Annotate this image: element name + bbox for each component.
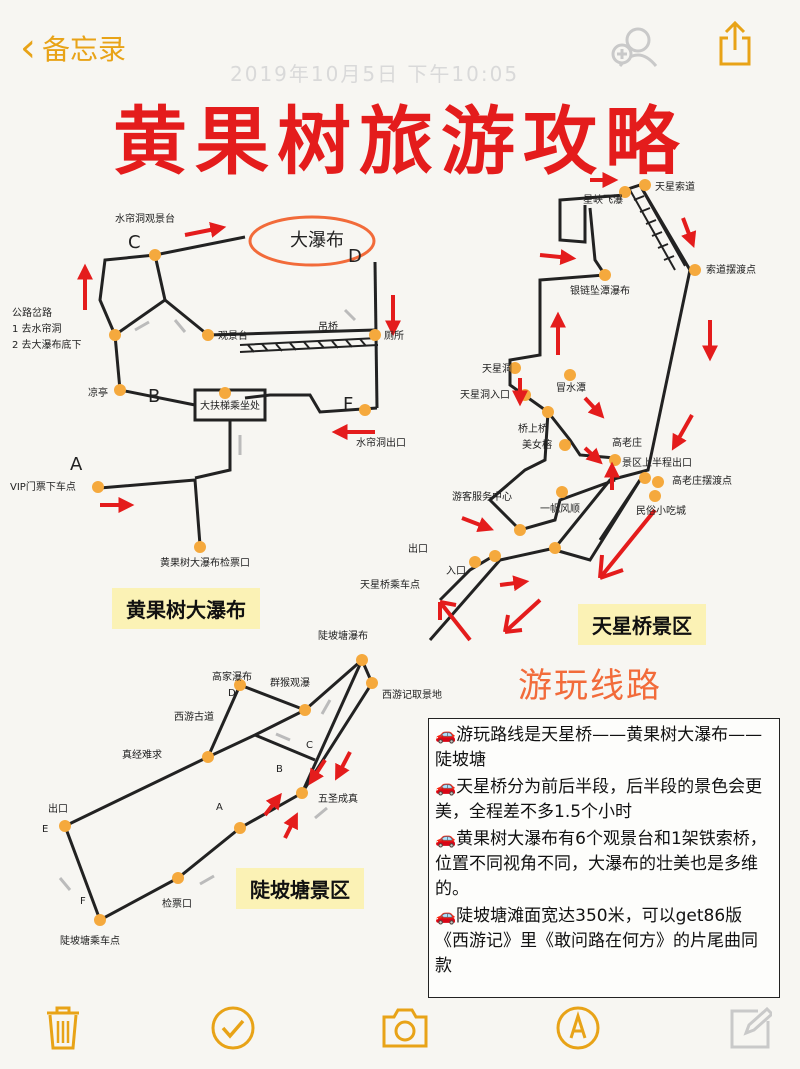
label-entrance: 入口 (446, 566, 466, 577)
map-tianxingqiao (428, 183, 692, 641)
label-a: A (70, 454, 83, 475)
route-title: 游玩线路 (518, 666, 662, 706)
label-vip-gate: VIP门票下车点 (10, 480, 76, 493)
note-item: 🚗陡坡塘滩面宽达350米，可以get86版《西游记》里《敢问路在何方》的片尾曲同… (435, 906, 758, 976)
label-b3: B (276, 764, 283, 775)
label-c: C (128, 232, 141, 253)
map1-points (92, 249, 381, 553)
label-fork-2: 2 去大瀑布底下 (12, 338, 82, 351)
map1-gray-arrows (134, 308, 357, 455)
label-cave-entrance: 天星洞入口 (460, 389, 510, 401)
label-xingxia-waterfall: 星峡飞瀑 (583, 193, 623, 206)
label-road-fork: 公路岔路 (12, 306, 52, 319)
label-gaolaozhuang: 高老庄 (612, 436, 642, 449)
add-person-icon[interactable] (608, 22, 660, 72)
area-label-doupotang: 陡坡塘景区 (236, 868, 364, 909)
camera-icon[interactable] (380, 1007, 430, 1053)
label-pavilion: 凉亭 (88, 386, 108, 399)
note-item: 🚗天星桥分为前后半段，后半段的景色会更美，全程差不多1.5个小时 (435, 777, 763, 822)
label-d: D (348, 246, 362, 267)
back-label: 备忘录 (42, 33, 127, 66)
label-maoshui: 冒水潭 (556, 382, 586, 394)
label-xiyouji-spot: 西游记取景地 (382, 688, 442, 701)
label-wusheng: 五圣成真 (318, 792, 358, 805)
bridge-hatching (239, 337, 379, 353)
page-title: 黄果树旅游攻略 (113, 99, 687, 185)
map3-gray-arrows (58, 699, 332, 891)
area-label-huangguoshu: 黄果树大瀑布 (112, 588, 260, 629)
label-zhenjing: 真经难求 (122, 748, 162, 761)
label-f: F (343, 394, 353, 415)
notes-box: 🚗游玩路线是天星桥——黄果树大瀑布——陡坡塘 🚗天星桥分为前后半段，后半段的景色… (428, 718, 780, 998)
label-monkey-view: 群猴观瀑 (270, 676, 310, 689)
label-tianxing-bus: 天星桥乘车点 (360, 578, 420, 591)
label-ticket: 检票口 (162, 897, 192, 910)
label-d3: D (228, 688, 236, 699)
area-label-tianxingqiao: 天星桥景区 (578, 604, 706, 645)
map2-points (469, 179, 701, 568)
share-icon[interactable] (718, 20, 752, 70)
label-tianxing-cableway: 天星索道 (655, 180, 695, 193)
label-ticket-check: 黄果树大瀑布检票口 (160, 556, 250, 569)
label-water-curtain-platform: 水帘洞观景台 (115, 212, 175, 225)
label-bus: 陡坡塘乘车点 (60, 934, 120, 947)
cableway-hatching (629, 185, 686, 271)
label-yifan: 一帆风顺 (540, 502, 580, 515)
label-big-waterfall: 大瀑布 (290, 230, 344, 251)
label-half-exit: 景区上半程出口 (622, 456, 692, 469)
label-b: B (148, 386, 160, 407)
map3-arrows (263, 751, 352, 839)
label-f3: F (80, 896, 86, 907)
label-exit: 出口 (408, 542, 428, 555)
map-huangguoshu (98, 215, 379, 546)
label-exit-3: 出口 (48, 802, 68, 815)
map3-points (59, 654, 378, 926)
top-bar: ‹ 备忘录 (0, 0, 800, 80)
note-item: 🚗黄果树大瀑布有6个观景台和1架铁索桥，位置不同视角不同，大瀑布的壮美也是多维的… (435, 829, 767, 899)
label-e3: E (42, 824, 48, 835)
label-c3: C (306, 740, 313, 751)
label-cableway-ferry: 索道摆渡点 (706, 263, 756, 276)
label-fork-1: 1 去水帘洞 (12, 322, 62, 335)
label-silver-chain: 银链坠潭瀑布 (570, 284, 630, 297)
label-water-curtain-exit: 水帘洞出口 (356, 436, 406, 449)
bottom-toolbar (0, 995, 800, 1069)
label-toilet: 厕所 (384, 330, 404, 342)
label-bridge: 吊桥 (318, 321, 338, 333)
label-tianxing-cave: 天星洞 (482, 363, 512, 375)
note-item: 🚗游玩路线是天星桥——黄果树大瀑布——陡坡塘 (435, 725, 763, 770)
trash-icon[interactable] (44, 1005, 82, 1055)
compose-icon[interactable] (728, 1006, 775, 1055)
label-bridge-on-bridge: 桥上桥 (518, 423, 548, 435)
label-gaojia-waterfall: 高家瀑布 (212, 670, 252, 683)
label-viewing-platform: 观景台 (218, 329, 248, 342)
label-visitor-center: 游客服务中心 (452, 490, 512, 503)
back-chevron-icon: ‹ (20, 25, 36, 71)
label-escalator: 大扶梯乘坐处 (200, 399, 260, 412)
pen-icon[interactable] (555, 1005, 601, 1055)
map2-big-arrows (438, 508, 657, 642)
map1-arrows (77, 222, 401, 513)
label-a3: A (216, 802, 223, 813)
map2-arrows (461, 172, 718, 592)
note-date: 2019年10月5日 下午10:05 (230, 62, 520, 86)
checkmark-icon[interactable] (210, 1005, 256, 1055)
label-gaolao-ferry: 高老庄摆渡点 (672, 474, 732, 487)
label-xiyou-road: 西游古道 (174, 710, 214, 723)
label-beauty-banyan: 美女榕 (522, 438, 552, 451)
label-doupotang-waterfall: 陡坡塘瀑布 (318, 629, 368, 642)
back-button[interactable]: ‹ 备忘录 (20, 28, 126, 68)
label-folk-snack: 民俗小吃城 (636, 504, 686, 517)
route-map: 水帘洞观景台 大瀑布 D C B A F 公路岔路 1 去水帘洞 2 去大瀑布底… (10, 172, 756, 947)
